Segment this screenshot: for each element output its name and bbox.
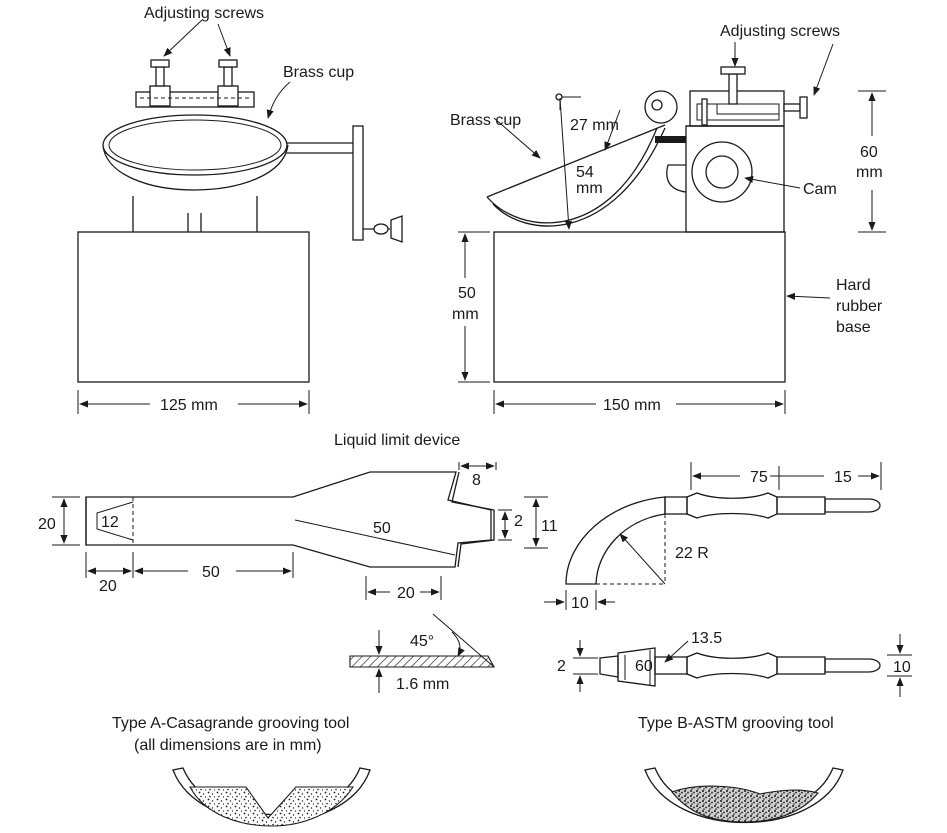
tool-b-dim-2: 2 — [557, 658, 566, 675]
left-screw-1 — [155, 66, 165, 87]
angle-45: 45° — [410, 633, 434, 650]
cam — [691, 141, 753, 203]
groove-section-a — [172, 767, 371, 827]
tool-b-dim-15: 15 — [834, 469, 852, 486]
groove-section-b — [644, 767, 844, 824]
label-brass-cup-right: Brass cup — [450, 112, 521, 129]
label-hard: Hard — [836, 277, 871, 294]
type-b-tool-top: 60 13.5 2 10 — [557, 630, 912, 697]
tool-a-dim-20-height: 20 — [38, 516, 56, 533]
front-view-device: Adjusting screws Brass cup 125 mm — [77, 5, 403, 414]
dim-54-unit: mm — [576, 180, 603, 197]
tool-b-dim-60: 60 — [635, 658, 653, 675]
dim-60-unit: mm — [856, 164, 883, 181]
side-adjusting-screw — [783, 103, 801, 112]
label-rubber: rubber — [836, 298, 883, 315]
type-a-title: Type A-Casagrande grooving tool — [112, 715, 349, 732]
side-view-device: 27 mm 54 mm Brass cup Adjusting screws C… — [450, 23, 886, 414]
label-base: base — [836, 319, 871, 336]
tool-b-handle — [686, 492, 778, 519]
tool-a-dim-20-tip: 20 — [397, 585, 415, 602]
tool-b-dim-75: 75 — [750, 469, 768, 486]
tool-b-dim-10-right: 10 — [893, 659, 911, 676]
tool-a-dim-20-bottom: 20 — [99, 578, 117, 595]
type-b-grooving-tool: 22 R 75 15 10 — [544, 462, 882, 612]
label-cam: Cam — [803, 181, 837, 198]
label-adjusting-screws-right: Adjusting screws — [720, 23, 840, 40]
label-brass-cup-left: Brass cup — [283, 64, 354, 81]
dim-54-value: 54 — [576, 164, 594, 181]
dim-27: 27 mm — [570, 117, 619, 134]
tool-a-dim-12: 12 — [101, 514, 119, 531]
side-frame — [685, 125, 785, 233]
liquid-limit-device-caption: Liquid limit device — [334, 432, 460, 449]
tool-a-dim-8: 8 — [472, 472, 481, 489]
type-a-grooving-tool: 12 50 20 8 2 11 20 50 20 — [38, 462, 558, 693]
blade-section — [349, 655, 495, 668]
thickness-16: 1.6 mm — [396, 676, 449, 693]
tool-b-dim-22r: 22 R — [675, 545, 709, 562]
dim-50-unit: mm — [452, 306, 479, 323]
dim-60-value: 60 — [860, 144, 878, 161]
tool-a-dim-11: 11 — [541, 518, 558, 535]
front-base — [77, 231, 310, 383]
front-brass-cup — [102, 144, 289, 191]
type-b-title: Type B-ASTM grooving tool — [638, 715, 834, 732]
type-a-note: (all dimensions are in mm) — [134, 737, 322, 754]
tool-a-dim-2: 2 — [514, 513, 523, 530]
left-screw-2 — [223, 66, 233, 87]
label-adjusting-screws-left: Adjusting screws — [144, 5, 264, 22]
tool-b-dim-10: 10 — [571, 595, 589, 612]
tool-a-dim-50-bottom: 50 — [202, 564, 220, 581]
tool-b-dim-135: 13.5 — [691, 630, 722, 647]
front-side-arm — [352, 125, 364, 241]
dim-150: 150 mm — [603, 397, 661, 414]
side-brass-cup — [486, 127, 658, 224]
top-adjusting-screw — [728, 73, 738, 105]
dim-125: 125 mm — [160, 397, 218, 414]
tool-a-dim-50-diag: 50 — [373, 520, 391, 537]
side-base — [493, 231, 786, 383]
dim-50-value: 50 — [458, 285, 476, 302]
